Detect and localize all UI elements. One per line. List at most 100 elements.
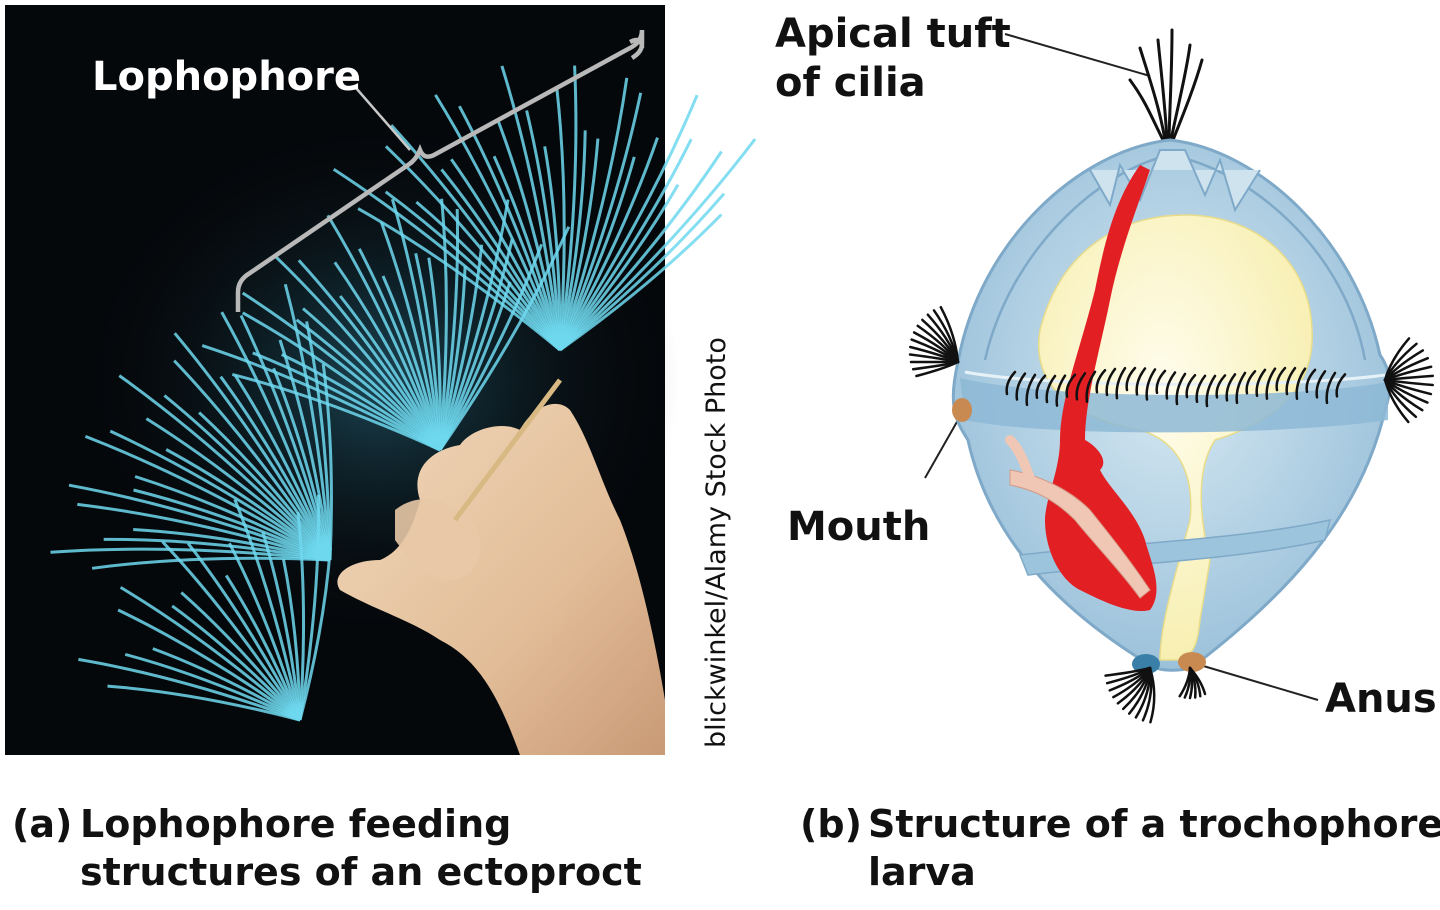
- larva-inner-outline: [983, 153, 1367, 361]
- zooid-spine: [453, 378, 562, 522]
- tentacle: [278, 339, 332, 561]
- tentacle: [438, 208, 460, 451]
- tentacle: [558, 156, 636, 351]
- tentacle: [438, 199, 510, 451]
- caption-a-tag: (a): [12, 802, 73, 846]
- tentacle: [78, 657, 301, 722]
- tentacle: [558, 183, 680, 351]
- tentacle: [357, 207, 561, 352]
- anus-leader-line: [1199, 664, 1319, 701]
- tentacle: [381, 275, 442, 451]
- tentacle: [414, 252, 442, 451]
- tentacle: [492, 155, 562, 351]
- tentacle: [173, 332, 332, 561]
- tentacle: [252, 351, 441, 452]
- tentacle: [186, 542, 302, 721]
- cilium: [1175, 372, 1187, 406]
- tentacle: [163, 394, 332, 561]
- tentacle: [161, 540, 302, 721]
- tentacle: [152, 647, 301, 722]
- tentacle: [298, 547, 332, 721]
- tentacle: [434, 94, 562, 351]
- cilium: [939, 305, 960, 364]
- label-lophophore: Lophophore: [92, 54, 361, 100]
- tentacle: [525, 110, 562, 351]
- tentacle: [201, 344, 441, 452]
- tentacle: [233, 498, 302, 721]
- tentacle: [558, 137, 659, 351]
- tentacle: [198, 411, 332, 561]
- tentacle: [283, 283, 332, 561]
- tentacle: [231, 372, 441, 452]
- mouth-opening: [952, 398, 972, 422]
- caption-b-line1: Structure of a trochophore: [868, 802, 1440, 846]
- cilium: [1104, 666, 1152, 677]
- cilium: [1125, 366, 1137, 392]
- cilium: [1305, 368, 1317, 394]
- caption-a: (a) Lophophore feeding structures of an …: [12, 800, 652, 900]
- tentacle: [427, 257, 442, 451]
- caption-b: (b) Structure of a trochophore larva: [800, 800, 1440, 900]
- cilium: [1025, 373, 1037, 407]
- cilium: [1185, 373, 1197, 399]
- tentacle: [558, 150, 723, 352]
- tentacle: [145, 417, 332, 562]
- tentacle: [384, 190, 562, 352]
- cilium: [1215, 374, 1227, 399]
- cilium: [1245, 370, 1257, 395]
- cilium: [1135, 367, 1147, 396]
- prototroch-cilia: [908, 305, 1435, 724]
- apical-tuft-cilia: [1128, 28, 1204, 142]
- cilium: [1095, 368, 1107, 394]
- tentacle: [415, 200, 562, 351]
- tentacle: [390, 198, 442, 451]
- gut-lobe: [1078, 450, 1102, 474]
- cilium: [1085, 370, 1097, 404]
- cilium: [1225, 373, 1237, 402]
- tentacle: [119, 586, 301, 722]
- panel-a-photo: Lophophore: [5, 5, 757, 755]
- cilium: [1105, 367, 1117, 397]
- tentacle: [261, 531, 302, 721]
- cilium: [1055, 374, 1067, 407]
- tentacle: [438, 266, 467, 451]
- tentacle: [281, 558, 302, 721]
- tentacle: [133, 528, 331, 562]
- tentacle: [133, 488, 331, 562]
- label-apical-tuft-line1: Apical tuft: [775, 11, 1011, 57]
- cilium: [1255, 368, 1267, 398]
- larva-esophagus: [1009, 469, 1151, 599]
- cilium: [1178, 666, 1192, 698]
- tentacle: [228, 542, 302, 721]
- cilium: [1265, 367, 1277, 400]
- zooid-arm: [395, 499, 481, 581]
- caption-b-line2: larva: [868, 850, 976, 894]
- tentacle: [295, 318, 442, 452]
- caption-b-tag: (b): [800, 802, 862, 846]
- tentacle: [555, 87, 566, 351]
- tentacle: [558, 138, 693, 351]
- apical-leader-line: [1004, 33, 1151, 77]
- tentacle: [438, 239, 514, 451]
- tentacle: [296, 511, 306, 721]
- larva-yolk: [1038, 214, 1313, 661]
- cilium: [1075, 372, 1087, 401]
- label-mouth: Mouth: [787, 504, 930, 550]
- cilium: [1325, 371, 1337, 405]
- tentacle: [84, 435, 331, 562]
- label-apical-tuft-line2: of cilia: [775, 60, 926, 106]
- tentacle: [103, 537, 331, 562]
- tentacle: [333, 261, 442, 451]
- caption-a-line1: Lophophore feeding: [80, 802, 512, 846]
- tentacle: [500, 65, 562, 351]
- tentacle: [332, 167, 562, 352]
- cilium: [1205, 374, 1217, 408]
- cilium: [1005, 370, 1017, 396]
- tentacle: [91, 556, 331, 570]
- anus-opening: [1178, 652, 1206, 672]
- cilium: [1335, 373, 1347, 398]
- tentacle: [450, 158, 562, 351]
- lophophore-leader-line: [355, 87, 411, 151]
- tentacle: [117, 608, 301, 722]
